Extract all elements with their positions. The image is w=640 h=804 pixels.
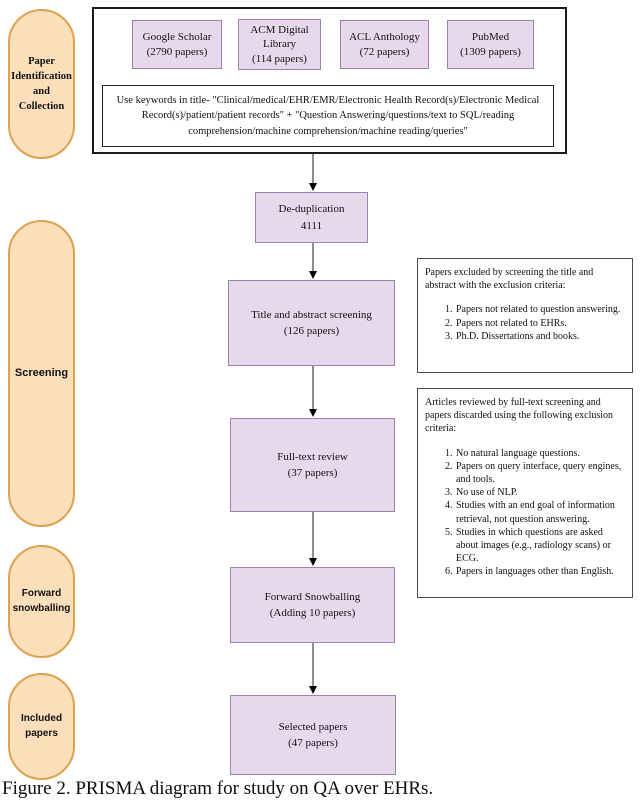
stage-pill-forward-snowballing: Forward snowballing [8, 545, 75, 658]
source-label: ACL Anthology (72 papers) [349, 30, 420, 59]
source-box-pubmed: PubMed (1309 papers) [447, 20, 534, 69]
exclusion-item: No natural language questions. [455, 447, 626, 460]
stage-pill-included-papers: Included papers [8, 673, 75, 780]
source-name: PubMed [471, 31, 510, 44]
flow-count: 4111 [300, 219, 323, 232]
source-count: (114 papers) [252, 52, 307, 65]
source-box-google-scholar: Google Scholar (2790 papers) [132, 20, 222, 69]
flow-count: (47 papers) [288, 737, 338, 749]
flow-count: (126 papers) [283, 325, 340, 337]
source-label: PubMed (1309 papers) [460, 30, 521, 59]
exclusion-item: Studies with an end goal of information … [455, 499, 626, 525]
flow-title: De-duplication [278, 203, 345, 215]
flow-box-deduplication: De-duplication 4111 [255, 192, 368, 243]
exclusion-item: No use of NLP. [455, 486, 626, 499]
keywords-note-box: Use keywords in title- "Clinical/medical… [102, 85, 554, 147]
flow-box-full-text-review: Full-text review (37 papers) [230, 418, 395, 512]
stage-label: Forward snowballing [12, 588, 71, 614]
exclusion-item: Papers in languages other than English. [455, 565, 626, 578]
stage-label: Included papers [20, 713, 63, 739]
flow-box-selected-papers: Selected papers (47 papers) [230, 695, 396, 775]
flow-title: Selected papers [278, 720, 348, 733]
exclusion-item: Papers on query interface, query engines… [455, 460, 626, 486]
keywords-note-text: Use keywords in title- "Clinical/medical… [116, 95, 540, 137]
source-count: (72 papers) [359, 45, 410, 58]
flow-count: (Adding 10 papers) [269, 607, 356, 619]
exclusion-intro: Papers excluded by screening the title a… [425, 267, 594, 292]
stage-pill-screening: Screening [8, 220, 75, 527]
source-name: ACM Digital Library [250, 24, 309, 51]
source-label: ACM Digital Library (114 papers) [241, 23, 318, 66]
exclusion-item: Ph.D. Dissertations and books. [455, 330, 626, 343]
exclusion-intro: Articles reviewed by full-text screening… [425, 397, 614, 435]
flow-box-title-abstract-screening: Title and abstract screening (126 papers… [228, 280, 395, 366]
flow-box-forward-snowballing: Forward Snowballing (Adding 10 papers) [230, 567, 395, 643]
source-name: ACL Anthology [349, 31, 420, 44]
figure-caption: Figure 2. PRISMA diagram for study on QA… [2, 778, 434, 799]
flow-title: Title and abstract screening [251, 308, 372, 321]
stage-pill-paper-identification: Paper Identification and Collection [8, 9, 75, 159]
exclusion-item: Papers not related to question answering… [455, 303, 626, 316]
stage-label: Paper Identification and Collection [11, 55, 72, 113]
source-box-acl-anthology: ACL Anthology (72 papers) [340, 20, 429, 69]
exclusion-box-title-abstract: Papers excluded by screening the title a… [417, 258, 633, 373]
flow-title: Full-text review [277, 450, 348, 463]
identification-container: Google Scholar (2790 papers) ACM Digital… [92, 7, 567, 154]
stage-label: Screening [14, 366, 69, 379]
exclusion-list: No natural language questions.Papers on … [425, 447, 626, 579]
source-box-acm-digital-library: ACM Digital Library (114 papers) [238, 19, 321, 70]
exclusion-box-full-text: Articles reviewed by full-text screening… [417, 388, 633, 598]
flow-title: Forward Snowballing [264, 590, 361, 603]
source-count: (1309 papers) [460, 45, 521, 58]
exclusion-item: Papers not related to EHRs. [455, 317, 626, 330]
exclusion-item: Studies in which questions are asked abo… [455, 526, 626, 566]
exclusion-list: Papers not related to question answering… [425, 303, 626, 343]
source-count: (2790 papers) [146, 45, 208, 58]
source-name: Google Scholar [142, 31, 212, 44]
flow-count: (37 papers) [287, 467, 338, 479]
source-label: Google Scholar (2790 papers) [143, 30, 212, 59]
